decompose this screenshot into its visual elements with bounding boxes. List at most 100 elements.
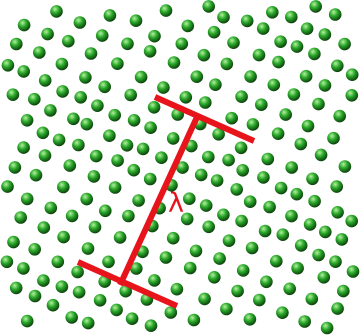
particle (18, 19, 31, 32)
particle (37, 274, 50, 287)
particle (168, 56, 181, 69)
particle (246, 242, 259, 255)
particle (209, 78, 222, 91)
particle (308, 48, 321, 61)
particle (319, 28, 332, 41)
particle (306, 173, 319, 186)
particle (183, 192, 196, 205)
particle (319, 79, 332, 92)
particle (90, 150, 103, 163)
particle (28, 93, 41, 106)
particle (235, 90, 248, 103)
particle (114, 231, 127, 244)
particle (99, 205, 112, 218)
particle (262, 153, 275, 166)
particle (308, 195, 321, 208)
particle (227, 36, 240, 49)
particle (279, 108, 292, 121)
particle (130, 14, 143, 27)
particle (124, 89, 137, 102)
particle (298, 315, 311, 328)
particle (111, 57, 124, 70)
particle (274, 35, 287, 48)
particle (200, 199, 213, 212)
particle (37, 127, 50, 140)
particle (72, 139, 85, 152)
particle (94, 294, 107, 307)
particle (66, 210, 79, 223)
particle (148, 101, 161, 114)
particle (222, 154, 235, 167)
particle (80, 193, 93, 206)
particle (41, 28, 54, 41)
particle (111, 154, 124, 167)
particle (182, 20, 195, 33)
particle (338, 38, 351, 51)
wavelength-symbol: λ (168, 188, 184, 219)
particle (33, 46, 46, 59)
particle (144, 121, 157, 134)
particle (44, 104, 57, 117)
particle (110, 304, 123, 317)
particle (2, 59, 15, 72)
particle (236, 164, 249, 177)
particle (191, 70, 204, 83)
particle (330, 180, 343, 193)
particle (21, 315, 34, 328)
particle (272, 56, 285, 69)
particle (302, 120, 315, 133)
particle (132, 194, 145, 207)
particle (89, 221, 102, 234)
particle (285, 161, 298, 174)
particle (73, 286, 86, 299)
particle (346, 68, 359, 81)
particle (1, 255, 14, 268)
particle (260, 276, 273, 289)
particle (345, 215, 358, 228)
particle (79, 71, 92, 84)
particle (198, 293, 211, 306)
particle (122, 210, 135, 223)
particle (190, 245, 203, 258)
particle (247, 118, 260, 131)
particle (331, 302, 344, 315)
particle (71, 266, 84, 279)
particle (103, 129, 116, 142)
particle (272, 127, 285, 140)
particle (144, 173, 157, 186)
particle (331, 60, 344, 73)
particle (184, 262, 197, 275)
particle (39, 74, 52, 87)
particle (220, 303, 233, 316)
particle (157, 81, 170, 94)
particle (312, 98, 325, 111)
particle (283, 283, 296, 296)
particle (50, 5, 63, 18)
particle (176, 38, 189, 51)
particle (137, 143, 150, 156)
particle (329, 255, 342, 268)
particle (291, 262, 304, 275)
particle (109, 181, 122, 194)
particle (195, 169, 208, 182)
particle (337, 285, 350, 298)
particle (57, 181, 70, 194)
particle (9, 161, 22, 174)
particle (225, 112, 238, 125)
particle (28, 243, 41, 256)
particle (104, 9, 117, 22)
particle (17, 262, 30, 275)
particle (56, 85, 69, 98)
particle (253, 294, 266, 307)
particle (275, 182, 288, 195)
particle (74, 16, 87, 29)
particle (128, 164, 141, 177)
particle (144, 45, 157, 58)
particle (295, 239, 308, 252)
particle (208, 271, 221, 284)
particle (217, 209, 230, 222)
particle (285, 11, 298, 24)
particle (148, 274, 161, 287)
particle (263, 201, 276, 214)
